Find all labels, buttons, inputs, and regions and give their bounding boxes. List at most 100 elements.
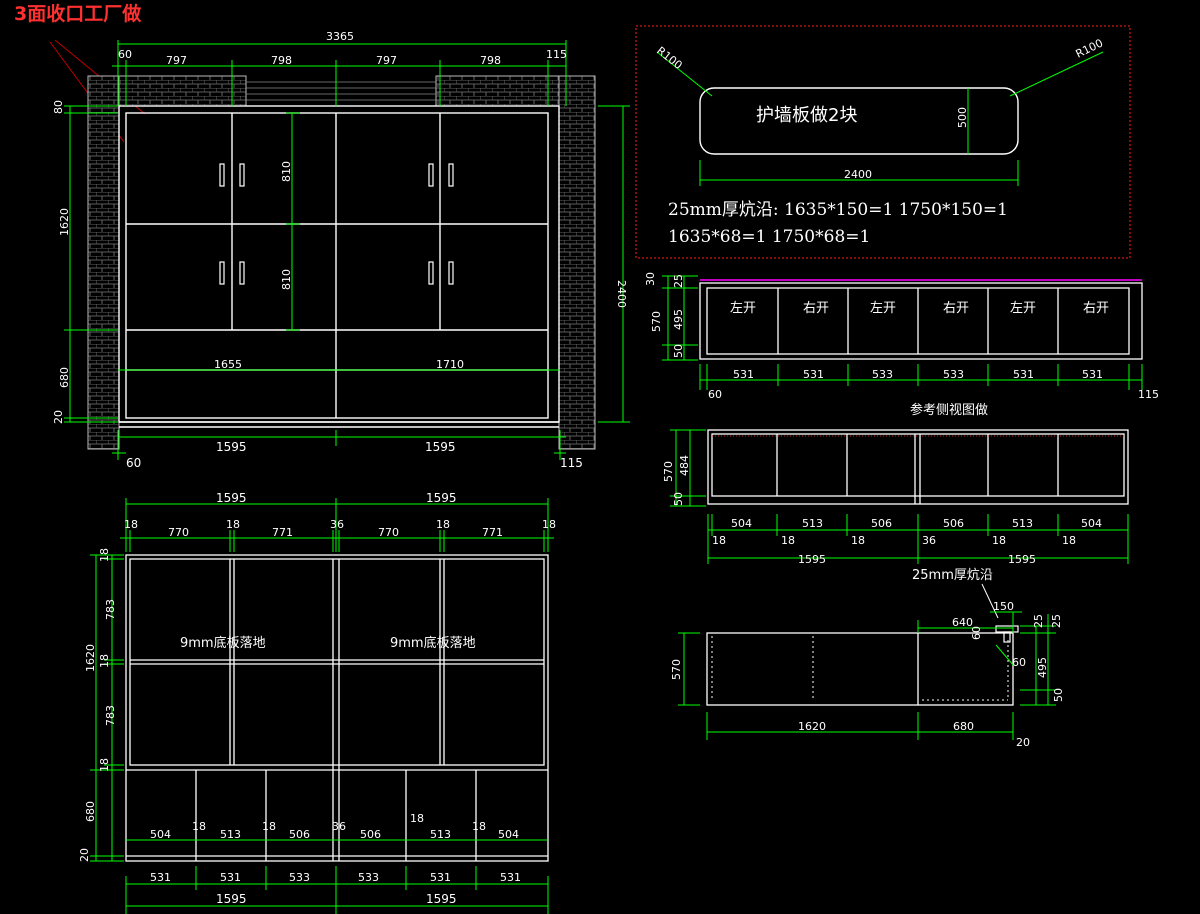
plan-drawer-width-1: 504 xyxy=(150,828,171,841)
side-b-total-2: 1595 xyxy=(1008,553,1036,566)
plan-left-height-6: 680 xyxy=(84,801,97,822)
front-base-width-2: 1595 xyxy=(425,440,456,454)
plan-top-total-1: 1595 xyxy=(216,491,247,505)
section-small-d: 60 xyxy=(1012,656,1026,669)
front-left-height-3: 680 xyxy=(58,367,71,388)
plan-bottom-width-5: 531 xyxy=(430,871,451,884)
side-a-width-3: 533 xyxy=(872,368,893,381)
side-a-height-4: 495 xyxy=(672,309,685,330)
plan-left-height-3: 18 xyxy=(98,654,111,668)
front-left-height-2: 1620 xyxy=(58,208,71,236)
front-overall-height: 2400 xyxy=(615,280,628,308)
section-height-right-b: 50 xyxy=(1052,688,1065,702)
section-small-b: 25 xyxy=(1050,614,1063,628)
plan-drawer-width-5: 513 xyxy=(430,828,451,841)
plan-left-total: 1620 xyxy=(84,644,97,672)
front-right-wall xyxy=(558,75,596,450)
plan-left-height-4: 783 xyxy=(104,705,117,726)
front-base-left: 60 xyxy=(126,456,141,470)
section-width-b: 680 xyxy=(953,720,974,733)
section-bottom-right: 20 xyxy=(1016,736,1030,749)
side-a-width-4: 533 xyxy=(943,368,964,381)
plan-top-width-3: 770 xyxy=(378,526,399,539)
side-a-edge-left: 60 xyxy=(708,388,722,401)
side-a-height-3: 570 xyxy=(650,311,663,332)
plan-bottom-total-2: 1595 xyxy=(426,892,457,906)
side-b-width-3: 506 xyxy=(871,517,892,530)
plan-drawer-gap-5: 18 xyxy=(472,820,486,833)
plan-drawer-width-2: 513 xyxy=(220,828,241,841)
front-top-width-4: 798 xyxy=(480,54,501,67)
side-a-width-6: 531 xyxy=(1082,368,1103,381)
side-b-width-6: 504 xyxy=(1081,517,1102,530)
side-view-a: 左开 右开 左开 右开 左开 右开 30 25 570 495 50 531 5… xyxy=(644,272,1159,418)
front-left-wall xyxy=(87,75,120,450)
front-top-right-wall xyxy=(435,75,560,107)
front-right-edge: 115 xyxy=(546,48,567,61)
side-a-door-5: 左开 xyxy=(1010,301,1036,316)
plan-floor-label-left: 9mm底板落地 xyxy=(180,635,266,651)
panel-note-frame xyxy=(635,25,1131,259)
front-top-width-1: 797 xyxy=(166,54,187,67)
side-a-width-1: 531 xyxy=(733,368,754,381)
panel-line-1: 25mm厚炕沿: 1635*150=1 1750*150=1 xyxy=(668,200,1008,220)
side-b-gap-3: 18 xyxy=(851,534,865,547)
panel-radius-left: R100 xyxy=(654,44,685,72)
section-top-a: 640 xyxy=(952,616,973,629)
plan-top-total-2: 1595 xyxy=(426,491,457,505)
plan-top-gap-left: 18 xyxy=(124,518,138,531)
section-height-right-a: 495 xyxy=(1036,657,1049,678)
side-a-door-3: 左开 xyxy=(870,301,896,316)
side-b-width-4: 506 xyxy=(943,517,964,530)
side-b-height-3: 50 xyxy=(672,492,685,506)
section-view: 25mm厚炕沿 xyxy=(670,568,1065,749)
plan-drawer-width-4: 506 xyxy=(360,828,381,841)
front-top-width-3: 797 xyxy=(376,54,397,67)
plan-top-width-2: 771 xyxy=(272,526,293,539)
front-left-edge: 60 xyxy=(118,48,132,61)
side-b-total-1: 1595 xyxy=(798,553,826,566)
side-b-height-2: 484 xyxy=(678,455,691,476)
side-a-door-1: 左开 xyxy=(730,301,756,316)
side-b-gap-1: 18 xyxy=(712,534,726,547)
side-a-edge-right: 115 xyxy=(1138,388,1159,401)
front-base-right: 115 xyxy=(560,456,583,470)
section-note: 25mm厚炕沿 xyxy=(912,568,993,583)
front-drawer-width-2: 1710 xyxy=(436,358,464,371)
front-door-height-2: 810 xyxy=(280,269,293,290)
front-top-width-2: 798 xyxy=(271,54,292,67)
side-b-width-1: 504 xyxy=(731,517,752,530)
panel-height: 500 xyxy=(956,107,969,128)
plan-left-height-7: 20 xyxy=(78,848,91,862)
side-b-gap-5: 18 xyxy=(992,534,1006,547)
plan-left-height-5: 18 xyxy=(98,758,111,772)
plan-bottom-width-3: 533 xyxy=(289,871,310,884)
section-height-left: 570 xyxy=(670,659,683,680)
section-top-b: 150 xyxy=(993,600,1014,613)
plan-bottom-width-4: 533 xyxy=(358,871,379,884)
side-a-height-5: 50 xyxy=(672,344,685,358)
plan-top-gap-center: 36 xyxy=(330,518,344,531)
side-a-door-6: 右开 xyxy=(1083,301,1109,316)
side-a-door-4: 右开 xyxy=(943,301,969,316)
panel-width: 2400 xyxy=(844,168,872,181)
panel-title: 护墙板做2块 xyxy=(756,105,857,126)
front-drawer-width-1: 1655 xyxy=(214,358,242,371)
front-view: 3365 60 115 797 798 797 798 80 1620 680 … xyxy=(52,30,630,470)
side-a-height-1: 30 xyxy=(644,272,657,286)
plan-floor-label-right: 9mm底板落地 xyxy=(390,635,476,651)
title-note: 3面收口工厂做 xyxy=(14,2,141,25)
front-left-height-1: 80 xyxy=(52,100,65,114)
front-base-width-1: 1595 xyxy=(216,440,247,454)
panel-note: 护墙板做2块 R100 R100 500 2400 25mm厚炕沿: 1635*… xyxy=(635,25,1131,259)
plan-view: 9mm底板落地 9mm底板落地 1595 1 xyxy=(78,491,556,914)
side-b-gap-4: 36 xyxy=(922,534,936,547)
plan-bottom-width-1: 531 xyxy=(150,871,171,884)
plan-bottom-width-6: 531 xyxy=(500,871,521,884)
side-b-gap-2: 18 xyxy=(781,534,795,547)
section-small-c: 60 xyxy=(970,626,983,640)
plan-drawer-gap-1: 18 xyxy=(192,820,206,833)
plan-top-gap-right: 18 xyxy=(542,518,556,531)
side-a-width-5: 531 xyxy=(1013,368,1034,381)
section-width-a: 1620 xyxy=(798,720,826,733)
